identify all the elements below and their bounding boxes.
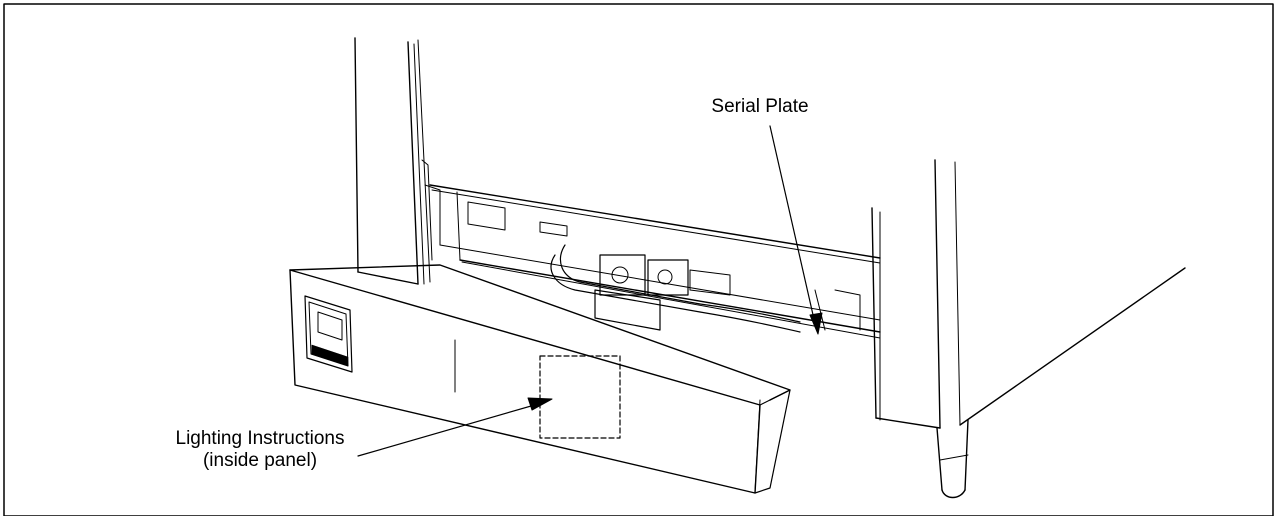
serial-plate-leader bbox=[769, 125, 817, 329]
lighting-instructions-outline bbox=[539, 355, 621, 439]
front-kick-panel bbox=[289, 264, 791, 494]
figure-border bbox=[3, 3, 1274, 516]
lighting-instructions-label: Lighting Instructions (inside panel) bbox=[130, 428, 390, 472]
right-cabinet-panel bbox=[871, 159, 1186, 429]
leader-lines bbox=[357, 125, 817, 457]
front-leg bbox=[936, 419, 969, 499]
gas-valve-assembly bbox=[550, 244, 801, 333]
lighting-instructions-line2: (inside panel) bbox=[202, 450, 318, 471]
left-cabinet-panel bbox=[354, 37, 441, 285]
serial-plate-arrow bbox=[809, 312, 823, 335]
interior-compartment bbox=[429, 184, 881, 339]
brand-plate bbox=[304, 295, 353, 373]
lighting-instructions-line1: Lighting Instructions bbox=[175, 428, 345, 449]
lighting-instructions-leader bbox=[357, 401, 546, 457]
serial-plate-label: Serial Plate bbox=[711, 96, 809, 117]
lighting-arrow bbox=[527, 397, 553, 411]
